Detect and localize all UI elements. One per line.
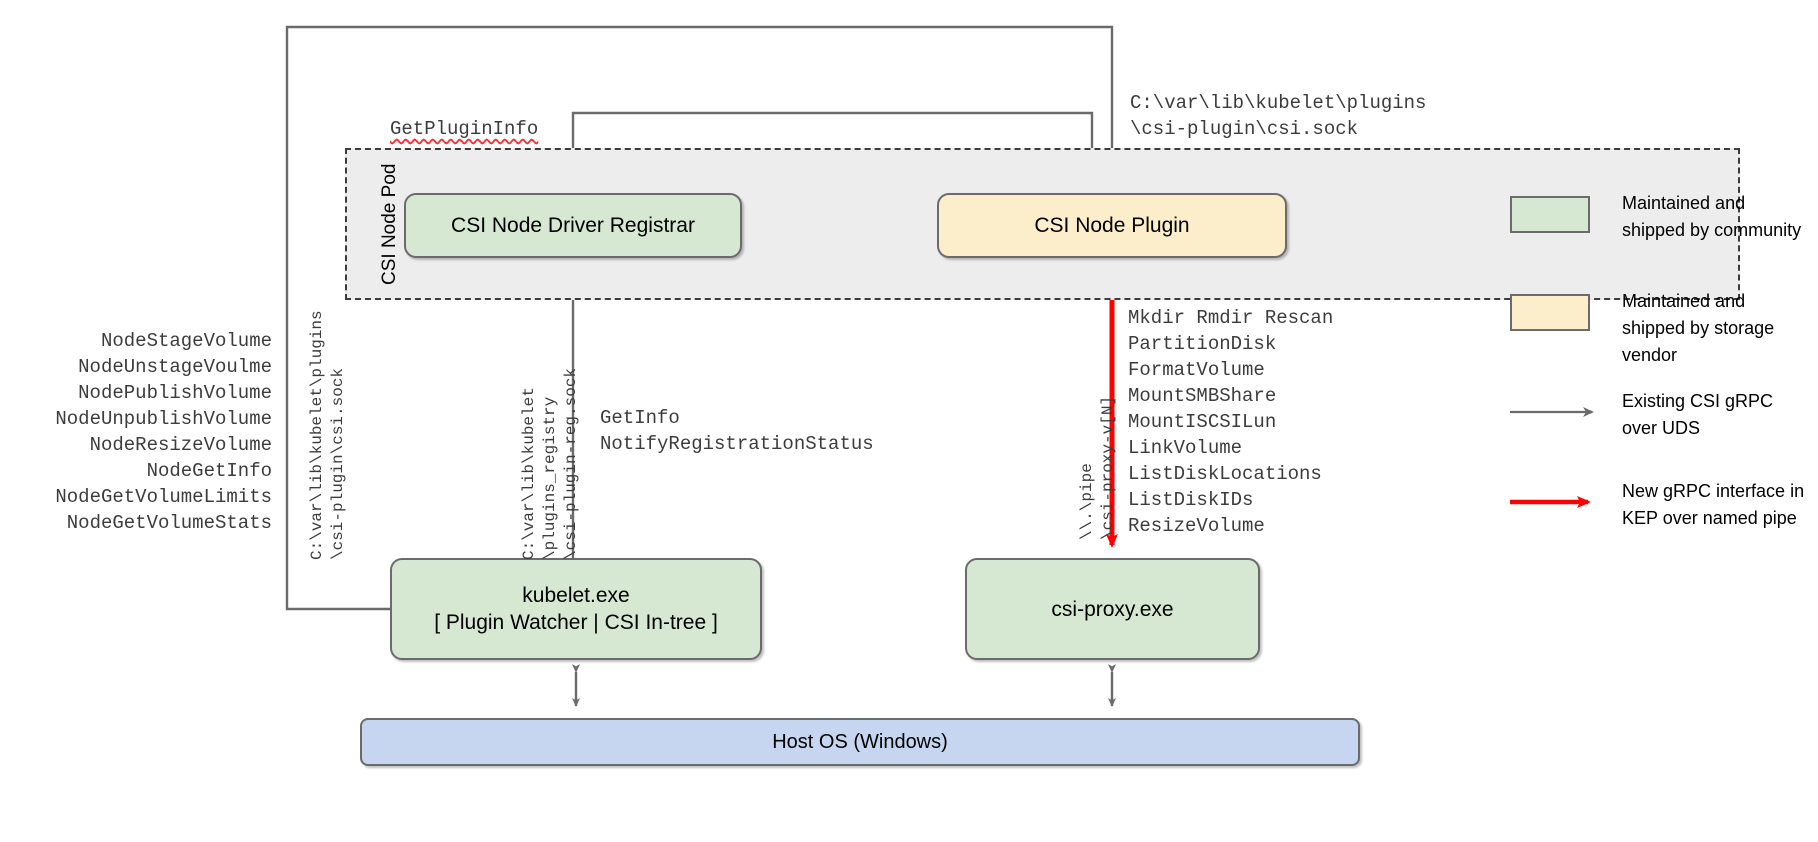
node-csi-node-driver-registrar[interactable]: CSI Node Driver Registrar xyxy=(404,193,742,258)
node-csi-proxy-exe[interactable]: csi-proxy.exe xyxy=(965,558,1260,660)
legend-label: Maintained and shipped by community xyxy=(1622,193,1802,240)
node-kubelet-exe[interactable]: kubelet.exe [ Plugin Watcher | CSI In-tr… xyxy=(390,558,762,660)
label-plugin-socket-path: C:\var\lib\kubelet\plugins \csi-plugin\c… xyxy=(1130,92,1427,140)
label-named-pipe-path: \\.\pipe \csi-proxy-v[N] xyxy=(1078,395,1117,540)
node-label-primary: kubelet.exe xyxy=(522,584,630,607)
label-registration-operations: GetInfo NotifyRegistrationStatus xyxy=(600,407,874,455)
label-csi-node-operations: NodeStageVolume NodeUnstageVoulme NodePu… xyxy=(55,330,272,534)
node-label: CSI Node Plugin xyxy=(1034,214,1190,237)
legend-swatch-vendor xyxy=(1510,294,1590,331)
node-label: csi-proxy.exe xyxy=(1051,597,1174,621)
node-csi-node-plugin[interactable]: CSI Node Plugin xyxy=(937,193,1287,258)
node-host-os[interactable]: Host OS (Windows) xyxy=(360,718,1360,766)
legend-swatch-community xyxy=(1510,196,1590,233)
legend-label: Existing CSI gRPC over UDS xyxy=(1622,391,1774,438)
legend-label: Maintained and shipped by storage vendor xyxy=(1622,291,1775,365)
node-label: CSI Node Driver Registrar xyxy=(451,214,695,237)
label-get-plugin-info: GetPluginInfo xyxy=(390,118,539,140)
legend-arrow-gray-icon xyxy=(1510,406,1605,420)
label-registry-socket-path: C:\var\lib\kubelet \plugins_registry \cs… xyxy=(520,367,580,560)
legend-label: New gRPC interface in KEP over named pip… xyxy=(1622,481,1805,528)
label-csi-proxy-operations: Mkdir Rmdir Rescan PartitionDisk FormatV… xyxy=(1128,307,1334,537)
edge-kubelet-to-node-plugin xyxy=(285,25,1117,611)
node-label: Host OS (Windows) xyxy=(772,730,948,753)
csi-node-pod-label: CSI Node Pod xyxy=(379,163,400,285)
legend-arrow-red-icon xyxy=(1510,496,1605,510)
node-label-secondary: [ Plugin Watcher | CSI In-tree ] xyxy=(434,611,718,634)
label-kubelet-csi-socket-path: C:\var\lib\kubelet\plugins \csi-plugin\c… xyxy=(308,310,347,560)
